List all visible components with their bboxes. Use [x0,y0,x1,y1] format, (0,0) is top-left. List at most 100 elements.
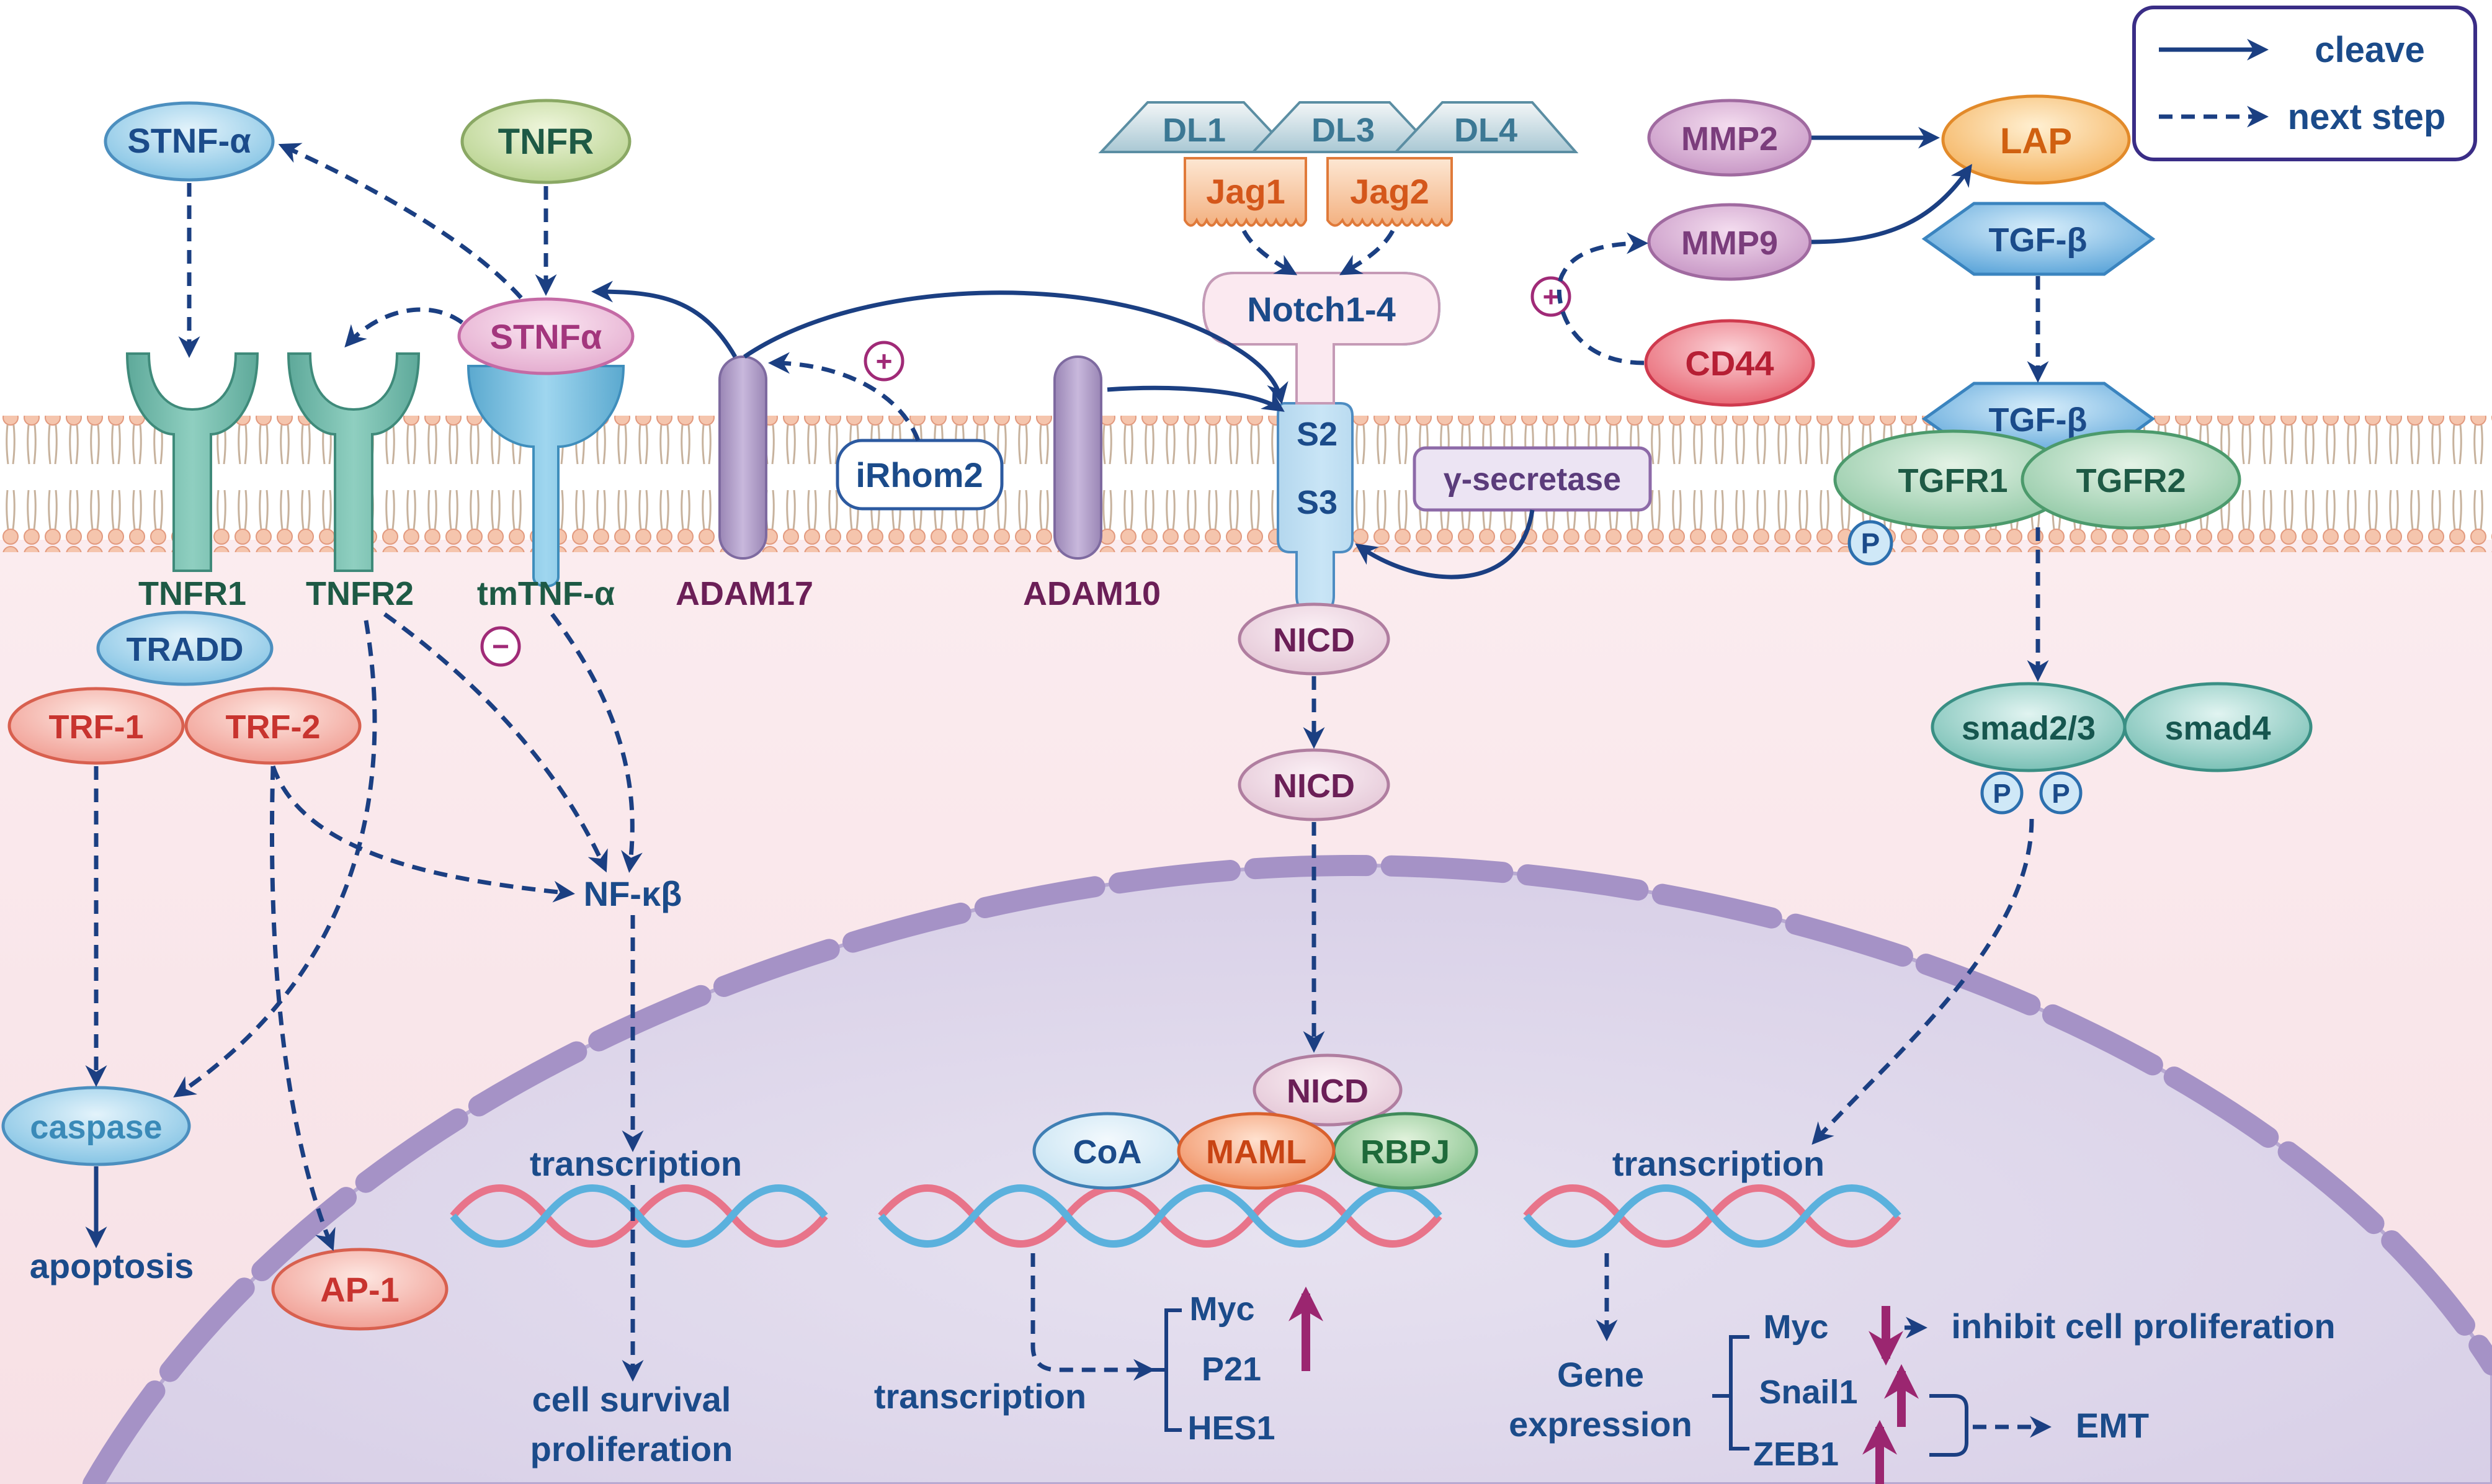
dl3-label: DL3 [1311,112,1375,149]
rbpj-label: RBPJ [1360,1133,1450,1171]
tgf-beta-soluble: TGF-β [1921,202,2156,276]
tnfr2-label: TNFR2 [306,575,414,612]
dl1-label: DL1 [1163,112,1226,149]
arrow-cd44-to-mmp9 [1556,232,1648,365]
arrow-adam10-cleave-notch [1107,385,1285,412]
tgf-beta-label-2: TGF-β [1989,401,2088,439]
tgf-plus-icon: + [1530,276,1571,317]
proliferation-label: proliferation [530,1429,733,1468]
gamma-secretase: γ-secretase [1413,446,1652,512]
smad4: smad4 [2123,682,2313,772]
tgf-target-bracket [1712,1335,1749,1450]
tgfr1: TGFR1 [1833,429,2073,530]
smad2-3-label: smad2/3 [1962,710,2096,747]
cd44: CD44 [1644,319,1815,407]
trf-2-label: TRF-2 [226,708,321,746]
tnfr-soluble: TNFR [460,99,632,184]
tgf-beta-label-1: TGF-β [1989,221,2088,259]
cell-survival-label: cell survival [532,1380,731,1419]
svg-text:−: − [492,630,509,663]
irhom2: iRhom2 [836,439,1004,511]
tnfr-label: TNFR [498,122,594,162]
maml-label: MAML [1206,1133,1306,1171]
stnf-alpha-soluble: STNF-α [104,101,275,182]
gene-label-2: expression [1509,1405,1692,1444]
svg-text:+: + [876,345,893,377]
arrow-trf2-to-ap1 [269,766,336,1251]
arrow-jag1-to-notch [1241,230,1298,275]
tmtnf-alpha: STNFα tmTNF-α [457,297,635,612]
lap: LAP [1941,94,2131,185]
nicd-1: NICD [1238,602,1390,676]
jag1-label: Jag1 [1206,172,1285,211]
arrow-gamma-secretase-cleave [1355,509,1535,579]
nicd-2-label: NICD [1273,767,1355,805]
svg-text:P: P [1993,779,2011,809]
mmp9-label: MMP9 [1681,225,1778,262]
stnf-alpha-label: STNF-α [127,121,251,160]
arrow-stnfa-to-stnf-top [278,143,523,300]
adam17: ADAM17 [676,355,813,612]
coa-label: CoA [1073,1133,1142,1171]
s3-site-label: S3 [1297,484,1338,521]
dna-helix-tgf [1523,1184,1901,1248]
irhom2-label: iRhom2 [855,455,983,494]
adam10: ADAM10 [1023,355,1161,612]
arrow-tmtnf-to-nfkb [550,612,643,873]
gene-label-1: Gene [1557,1355,1644,1394]
apoptosis-label: apoptosis [30,1246,194,1285]
smad2-3: smad2/3 [1931,682,2127,772]
nicd-2: NICD [1238,748,1390,821]
tgfr2-label: TGFR2 [2076,462,2186,499]
dl4-label: DL4 [1454,112,1517,149]
tgfr1-label: TGFR1 [1898,462,2007,499]
coa: CoA [1032,1112,1182,1190]
tgf-myc-label: Myc [1763,1308,1828,1346]
jag2-ligand: Jag2 [1326,157,1453,227]
nicd-3-label: NICD [1287,1073,1369,1110]
nicd-3: NICD [1253,1053,1403,1127]
arrow-mmp9-to-lap [1811,164,1972,244]
dl4-ligand: DL4 [1393,101,1579,153]
emt-label: EMT [2076,1406,2149,1445]
notch-p21-label: P21 [1202,1351,1261,1388]
promote-plus-icon: + [864,341,904,382]
notch-myc-label: Myc [1189,1290,1254,1328]
mmp2-label: MMP2 [1681,120,1778,158]
arrow-jag2-to-notch [1339,230,1395,275]
arrow-tnfr2-to-caspase [173,620,377,1097]
nf-kb-label: NF-κβ [584,874,682,913]
tradd-label: TRADD [127,631,244,668]
mmp2: MMP2 [1647,99,1812,177]
trf-2: TRF-2 [184,687,362,765]
s2-site-label: S2 [1297,416,1338,453]
ap-1: AP-1 [271,1248,449,1331]
transcription-label-tgf: transcription [1612,1144,1824,1183]
legend-cleave-label: cleave [2315,30,2424,70]
svg-text:P: P [2052,779,2070,809]
inhibit-cell-proliferation-label: inhibit cell proliferation [1951,1307,2335,1346]
smad4-label: smad4 [2164,710,2271,747]
legend-next-step-label: next step [2288,97,2446,137]
jag1-ligand: Jag1 [1184,157,1307,227]
tgf-snail1-label: Snail1 [1759,1374,1857,1411]
trf-1: TRF-1 [7,687,185,765]
notch-label: Notch1-4 [1247,290,1396,329]
arrow-stnfa-to-tnfr2 [344,307,464,348]
notch-receptor: Notch1-4 S2 S3 [1202,272,1441,616]
stnf-alpha-bound [457,297,635,375]
rbpj: RBPJ [1332,1112,1478,1190]
emt-bracket [1929,1394,1968,1457]
ap-1-label: AP-1 [320,1270,400,1309]
arrow-adam17-cleave-notch [743,290,1288,405]
tgfr2: TGFR2 [2021,429,2241,530]
transcription-label-notch: transcription [874,1377,1086,1416]
maml: MAML [1177,1112,1336,1190]
jag2-label: Jag2 [1350,172,1429,211]
tnfr1-receptor: TNFR1 [125,352,259,612]
phosphate-receptor: P [1847,520,1893,566]
dna-helix-nfkb [450,1184,828,1248]
adam10-label: ADAM10 [1023,575,1161,612]
adam17-label: ADAM17 [676,575,813,612]
